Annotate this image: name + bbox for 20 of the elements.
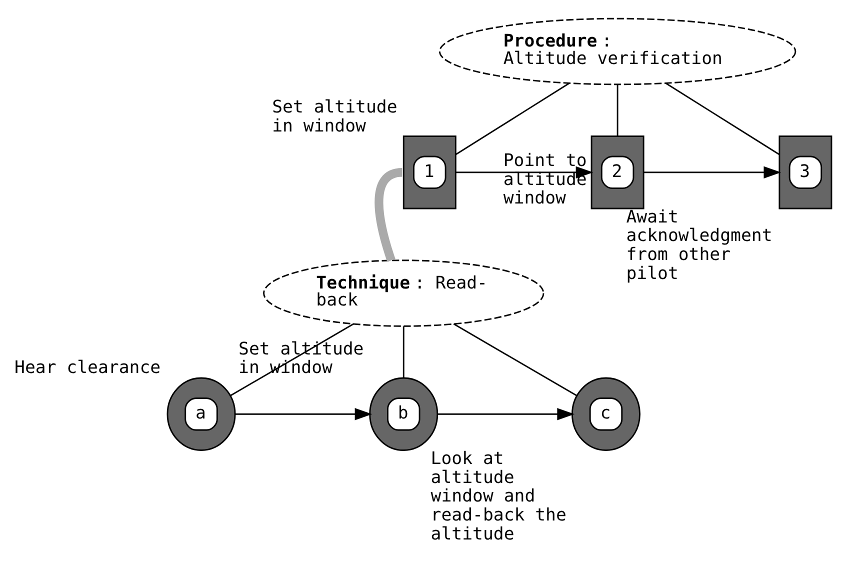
connector [456,82,570,154]
node-box: 3 [778,135,832,209]
node-box: 2 [590,135,644,209]
connector [616,84,618,136]
node-circle: a [166,376,236,450]
node-label: Set altitude in window [272,97,398,136]
arrow [437,408,575,420]
node-label: Await acknowledgment from other pilot [626,206,772,284]
node-circle: c [571,376,640,450]
node-label: Look at altitude window and read-back the altitude [430,448,566,544]
arrow [234,408,372,420]
node-ellipse: Technique: Read-back [263,259,544,326]
connector [453,322,577,396]
arrow [644,166,782,178]
node-ellipse: Procedure: Altitude verification [438,17,796,85]
node-box: 1 [402,135,456,209]
connector [665,82,780,154]
node-label: Hear clearance [14,358,161,378]
connector [402,326,404,378]
node-circle: b [369,376,438,450]
